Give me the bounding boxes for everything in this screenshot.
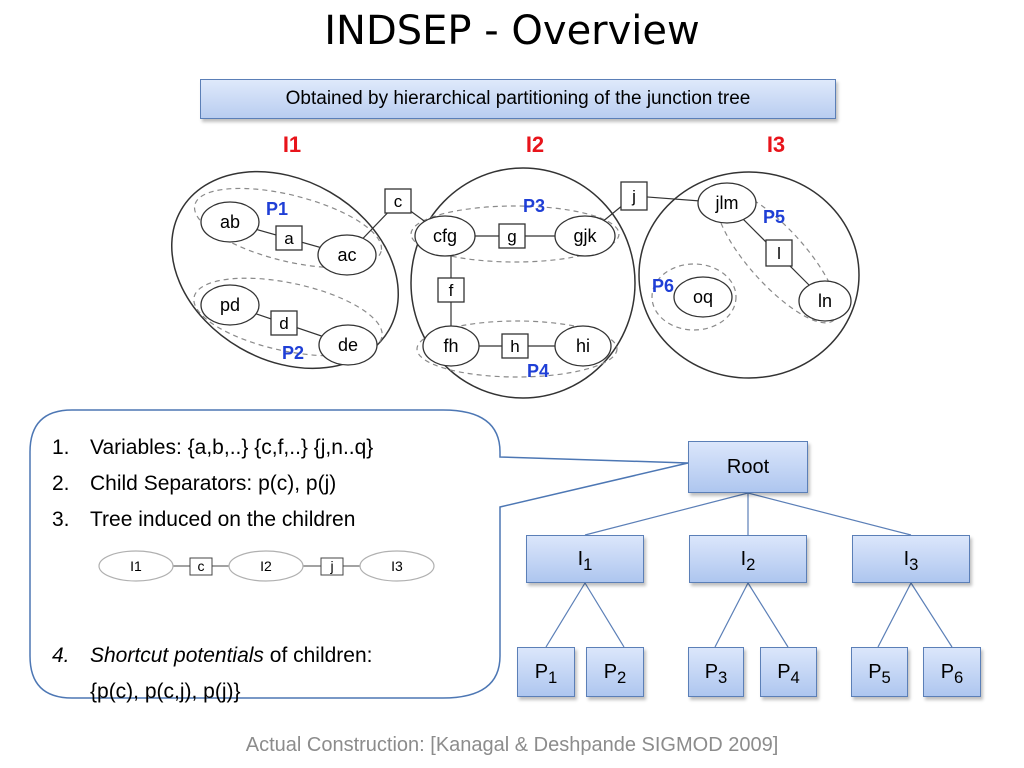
sub-partition-p4-outline — [416, 320, 618, 378]
partition-i1-outline — [171, 170, 399, 370]
sub-partition-p1-outline — [193, 187, 383, 269]
callout-item-3: 3.Tree induced on the children — [52, 508, 356, 531]
separator-a-label: a — [284, 229, 294, 248]
callout-item-4-line2: {p(c), p(c,j), p(j)} — [90, 680, 241, 703]
sub-partition-label-p3: P3 — [523, 196, 545, 216]
clique-fh — [422, 325, 480, 367]
mini-node-i2-label: I2 — [260, 558, 272, 574]
clique-ab-label: ab — [220, 212, 240, 232]
hierarchy-edges — [545, 492, 953, 648]
separator-d-label: d — [279, 314, 288, 333]
footer-citation: Actual Construction: [Kanagal & Deshpand… — [245, 734, 779, 756]
sub-partition-label-p2: P2 — [282, 343, 304, 363]
mini-node-i1 — [98, 550, 174, 582]
clique-de — [318, 324, 378, 366]
tree-node-root: Root — [688, 441, 808, 493]
clique-cfg — [414, 215, 476, 257]
mini-separator-c-label: c — [198, 558, 205, 574]
mini-tree: I1 c I2 j I3 — [98, 550, 435, 582]
clique-ln — [798, 280, 852, 322]
partition-i3-outline — [638, 171, 860, 379]
separator-g-label: g — [507, 227, 516, 246]
sub-partition-label-p4: P4 — [527, 361, 549, 381]
separator-h-label: h — [510, 337, 519, 356]
clique-cfg-label: cfg — [433, 226, 457, 246]
clique-oq-label: oq — [693, 287, 713, 307]
clique-ab — [200, 201, 260, 243]
clique-gjk-label: gjk — [573, 226, 597, 246]
clique-ln-label: ln — [818, 291, 832, 311]
separator-a — [275, 225, 303, 251]
clique-pd-label: pd — [220, 295, 240, 315]
separator-f-label: f — [449, 281, 454, 300]
callout-item-4: 4.Shortcut potentials of children: — [52, 644, 373, 667]
callout-list: 1.Variables: {a,b,..} {c,f,..} {j,n..q} … — [52, 430, 482, 710]
clique-fh-label: fh — [443, 336, 458, 356]
separator-f — [437, 277, 465, 303]
clique-jlm — [697, 182, 757, 224]
sub-partition-p3-outline — [410, 205, 620, 263]
subtitle-box: Obtained by hierarchical partitioning of… — [200, 79, 836, 119]
clique-hi-label: hi — [576, 336, 590, 356]
tree-node-i3: I3 — [852, 535, 970, 583]
slide-title: INDSEP - Overview — [324, 8, 700, 54]
mini-separator-j-label: j — [329, 558, 333, 574]
callout-item-1: 1.Variables: {a,b,..} {c,f,..} {j,n..q} — [52, 436, 374, 459]
tree-node-p1: P1 — [517, 647, 575, 697]
tree-node-i2: I2 — [689, 535, 807, 583]
partition-label-i3: I3 — [767, 132, 785, 157]
separator-c-label: c — [394, 192, 403, 211]
tree-node-p2: P2 — [586, 647, 644, 697]
callout-shape — [29, 409, 689, 699]
sub-partition-p2-outline — [193, 277, 383, 357]
mini-separator-j — [320, 557, 344, 576]
clique-gjk — [554, 215, 616, 257]
tree-node-p6: P6 — [923, 647, 981, 697]
clique-jlm-label: jlm — [715, 193, 739, 213]
sub-partition-p6-outline — [651, 263, 737, 331]
mini-node-i3 — [359, 550, 435, 582]
mini-node-i3-label: I3 — [391, 558, 403, 574]
clique-ac-label: ac — [337, 245, 356, 265]
tree-node-i1: I1 — [526, 535, 644, 583]
sub-partition-label-p5: P5 — [763, 207, 785, 227]
callout-item-2: 2.Child Separators: p(c), p(j) — [52, 472, 337, 495]
separator-l-label: l — [777, 244, 781, 263]
separator-d — [270, 310, 298, 336]
clique-de-label: de — [338, 335, 358, 355]
partition-i2-outline — [410, 167, 636, 399]
partition-label-i2: I2 — [526, 132, 544, 157]
sub-partition-label-p1: P1 — [266, 199, 288, 219]
clique-pd — [200, 284, 260, 326]
separator-j-label: j — [631, 187, 636, 206]
mini-node-i1-label: I1 — [130, 558, 142, 574]
clique-oq — [673, 276, 733, 318]
separator-l — [765, 239, 793, 267]
separator-c — [384, 188, 412, 214]
mini-node-i2 — [228, 550, 304, 582]
separator-j — [620, 181, 648, 211]
tree-node-p4: P4 — [760, 647, 817, 697]
separator-h — [501, 333, 529, 359]
tree-node-p3: P3 — [688, 647, 744, 697]
clique-hi — [554, 325, 612, 367]
sub-partition-label-p6: P6 — [652, 276, 674, 296]
tree-node-p5: P5 — [851, 647, 908, 697]
partition-label-i1: I1 — [283, 132, 301, 157]
separator-g — [498, 223, 526, 249]
clique-ac — [317, 234, 377, 276]
mini-separator-c — [189, 557, 213, 576]
